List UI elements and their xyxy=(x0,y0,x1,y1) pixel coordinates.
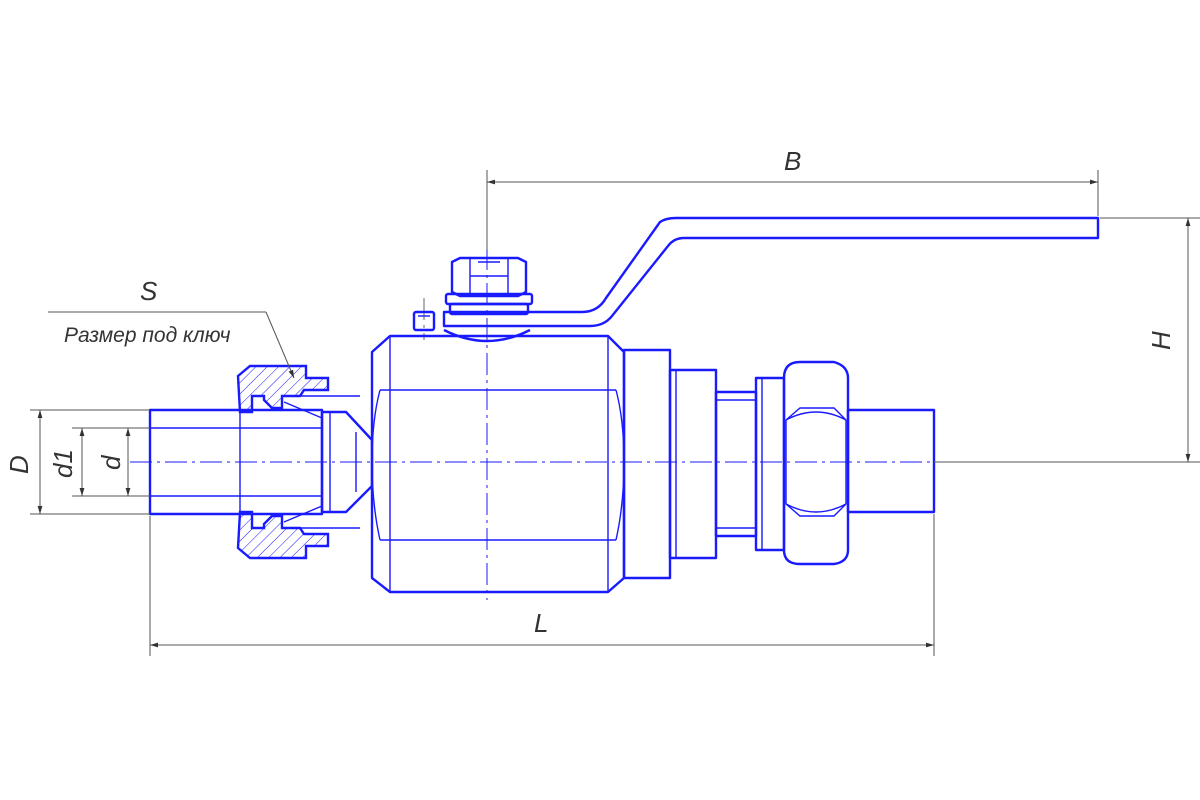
wrench-size-text: Размер под ключ xyxy=(64,324,231,347)
dimension-b-label: B xyxy=(784,146,801,176)
dimension-h-label: H xyxy=(1146,331,1176,350)
dimension-l: L xyxy=(149,514,935,656)
left-compression-fitting xyxy=(236,364,374,560)
right-pipe xyxy=(846,408,936,514)
stem-nut xyxy=(444,256,534,316)
wrench-size-note: S Размер под ключ xyxy=(48,276,295,379)
wrench-size-symbol: S xyxy=(140,276,158,306)
dimension-b: B xyxy=(486,146,1099,250)
valve-handle xyxy=(442,216,1100,328)
stop-pin xyxy=(412,310,436,332)
dimension-d-label: d xyxy=(96,454,126,470)
right-fitting xyxy=(622,348,786,580)
dimension-d1-label: d1 xyxy=(48,449,78,478)
left-pipe xyxy=(148,408,324,516)
dimension-l-label: L xyxy=(534,608,548,638)
dimension-h: H xyxy=(934,217,1200,463)
dimension-D-label: D xyxy=(4,455,34,474)
dimension-diameters: D d1 d xyxy=(4,409,150,515)
valve-body xyxy=(370,328,626,594)
right-hex-nut xyxy=(782,360,850,566)
